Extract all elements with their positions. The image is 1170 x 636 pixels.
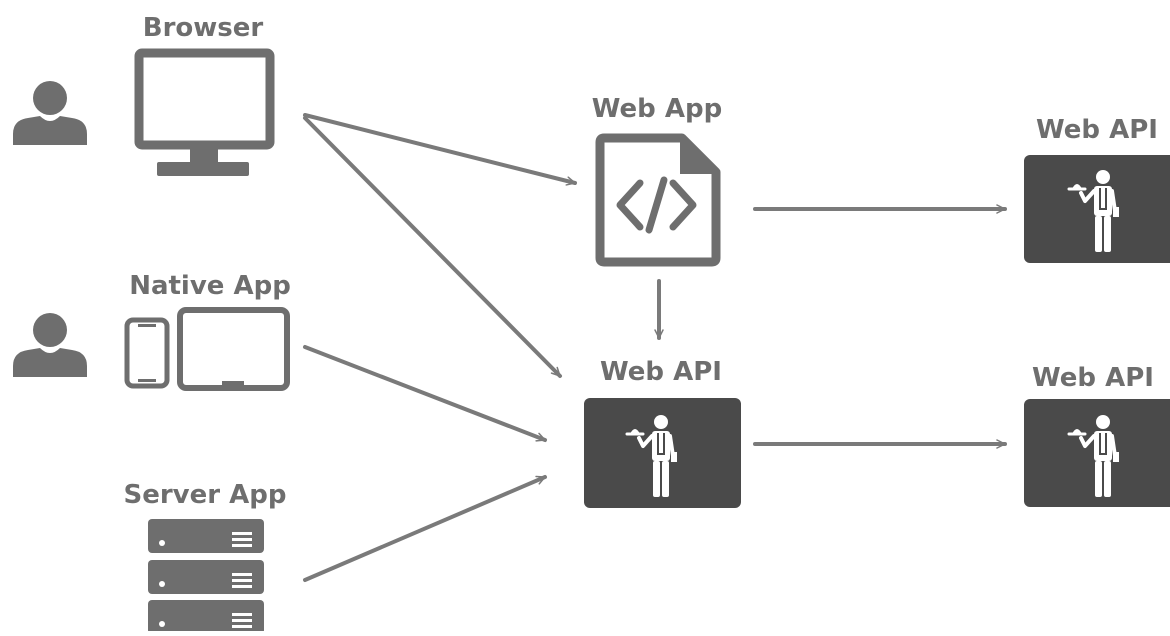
phone-tablet-icon [124,307,290,391]
arrow-server-to-webapi [303,475,547,582]
user-icon-browser [13,81,87,145]
server-rack-icon [148,519,264,634]
browser-label: Browser [143,13,264,43]
arrow-browser-to-webapp [303,113,577,186]
native-app-label: Native App [129,271,291,301]
server-app-label: Server App [124,480,287,510]
web-api-bottom-right-box [1024,399,1170,507]
web-api-center-label: Web API [600,357,722,387]
web-api-top-right-label: Web API [1036,115,1158,145]
web-api-bottom-right-label: Web API [1032,363,1154,393]
web-api-top-right-box [1024,155,1170,263]
web-api-center-box [584,398,741,508]
arrow-browser-to-webapi [303,116,562,378]
user-icon-native [13,313,87,377]
web-app-label: Web App [592,94,722,124]
arrow-native-to-webapi [303,345,547,442]
monitor-icon [134,48,275,176]
code-file-icon [595,133,721,267]
